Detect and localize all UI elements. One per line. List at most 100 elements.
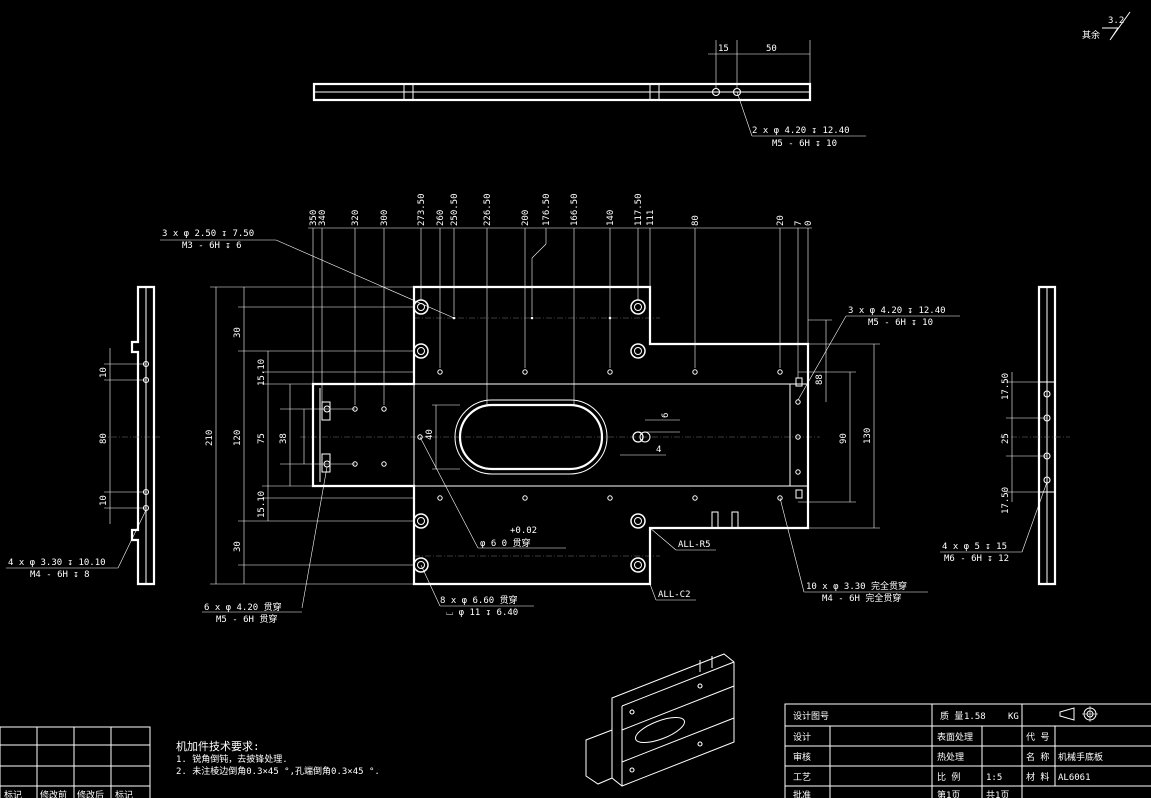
chamfer-callout: ALL-C2 xyxy=(658,590,691,600)
bore-callout: φ 6 0 贯穿 xyxy=(480,537,531,549)
ord-0: 0 xyxy=(804,221,814,226)
ord-273-50: 273.50 xyxy=(417,193,427,226)
dim-4: 4 xyxy=(656,445,661,455)
ord-260: 260 xyxy=(436,210,446,226)
top-dim-2: 50 xyxy=(766,44,777,54)
fillet-callout: ALL-R5 xyxy=(678,540,711,550)
rev-header-1: 标记 xyxy=(4,789,22,798)
callout-tl-line2: M3 - 6H ↧ 6 xyxy=(182,241,242,251)
ldim-210: 210 xyxy=(205,430,215,446)
tech-req-title: 机加件技术要求: xyxy=(176,739,260,753)
title-block: 设计图号 质 量 1.58 KG 设计 表面处理 代 号 审核 热处理 名 称 … xyxy=(784,703,1151,798)
ord-80: 80 xyxy=(691,215,701,226)
ord-7: 7 xyxy=(794,221,804,226)
callout-b1-line2: M5 - 6H 贯穿 xyxy=(216,613,277,625)
ord-226-50: 226.50 xyxy=(483,193,493,226)
left-view-dim-1: 10 xyxy=(99,367,109,378)
top-dim-1: 15 xyxy=(718,44,729,54)
ldim-120: 120 xyxy=(233,430,243,446)
left-view-dim-2: 80 xyxy=(99,433,109,444)
callout-b3-line1: 10 x φ 3.30 完全贯穿 xyxy=(806,580,907,592)
scale-value: 1:5 xyxy=(986,773,1002,783)
left-view: 10 80 10 4 x φ 3.30 ↧ 10.10 M4 - 6H ↧ 8 xyxy=(6,285,160,586)
right-view-dim-3: 17.50 xyxy=(1001,487,1011,514)
sheet-number: 第1页 xyxy=(937,789,960,798)
mass-value: 1.58 xyxy=(964,712,986,722)
ord-200: 200 xyxy=(521,210,531,226)
row3-mid-label: 比 例 xyxy=(937,771,960,783)
top-view: 15 50 2 x φ 4.20 ↧ 12.40 M5 - 6H ↧ 10 xyxy=(312,40,866,149)
top-callout-line2: M5 - 6H ↧ 10 xyxy=(772,139,837,149)
ldim-15-10-top: 15.10 xyxy=(257,359,267,386)
ord-340: 340 xyxy=(318,210,328,226)
callout-tr-line2: M5 - 6H ↧ 10 xyxy=(868,318,933,328)
right-view-dim-1: 17.50 xyxy=(1001,373,1011,400)
drawing-number-label: 设计图号 xyxy=(793,710,829,722)
part-name: 机械手底板 xyxy=(1058,751,1103,763)
mass-label: 质 量 xyxy=(940,710,963,722)
roughness-value: 3.2 xyxy=(1108,16,1124,26)
row3-label: 工艺 xyxy=(793,772,811,783)
row2-right-label: 名 称 xyxy=(1026,751,1049,763)
right-view-callout-line1: 4 x φ 5 ↧ 15 xyxy=(942,542,1007,552)
ord-20: 20 xyxy=(776,215,786,226)
callout-tl-line1: 3 x φ 2.50 ↧ 7.50 xyxy=(162,229,254,239)
material-value: AL6061 xyxy=(1058,773,1091,783)
ldim-15-10-bottom: 15.10 xyxy=(257,491,267,518)
slot-width-dim: 40 xyxy=(425,429,435,440)
ord-250-50: 250.50 xyxy=(450,193,460,226)
ordinate-labels: 350 340 320 300 273.50 260 250.50 226.50… xyxy=(309,193,814,226)
revision-table: 标记 修改前 修改后 标记 xyxy=(0,726,151,798)
callout-tr-line1: 3 x φ 4.20 ↧ 12.40 xyxy=(848,306,946,316)
tech-requirements: 机加件技术要求: 1. 锐角倒钝，去披锋处理. 2. 未注棱边倒角0.3×45 … xyxy=(176,739,380,777)
isometric-view xyxy=(585,653,735,787)
rev-header-4: 标记 xyxy=(115,789,133,798)
ldim-38: 38 xyxy=(279,433,289,444)
row3-right-label: 材 料 xyxy=(1026,771,1049,783)
tech-req-item-2: 2. 未注棱边倒角0.3×45 °,孔端倒角0.3×45 °. xyxy=(176,765,380,777)
ldim-30-bottom: 30 xyxy=(233,541,243,552)
row1-mid-label: 表面处理 xyxy=(937,731,973,743)
ord-320: 320 xyxy=(351,210,361,226)
mass-unit: KG xyxy=(1008,712,1019,722)
right-view: 17.50 25 17.50 4 x φ 5 ↧ 15 M6 - 6H ↧ 12 xyxy=(940,285,1070,586)
right-view-callout-line2: M6 - 6H ↧ 12 xyxy=(944,554,1009,564)
bore-tolerance: +0.02 xyxy=(510,526,537,536)
tech-req-item-1: 1. 锐角倒钝，去披锋处理. xyxy=(176,753,288,765)
rdim-88: 88 xyxy=(815,374,825,385)
roughness-triangle-icon xyxy=(1102,11,1131,41)
row2-mid-label: 热处理 xyxy=(937,751,964,763)
projection-symbol-icon xyxy=(1059,706,1098,722)
ord-111: 111 xyxy=(646,210,656,226)
row1-label: 设计 xyxy=(793,731,811,743)
dim-6: 6 xyxy=(661,413,671,418)
main-view: 350 340 320 300 273.50 260 250.50 226.50… xyxy=(160,193,960,625)
top-callout-line1: 2 x φ 4.20 ↧ 12.40 xyxy=(752,126,850,136)
callout-b1-line1: 6 x φ 4.20 贯穿 xyxy=(204,601,282,613)
ldim-30-top: 30 xyxy=(233,327,243,338)
ord-350: 350 xyxy=(309,210,319,226)
rev-header-3: 修改后 xyxy=(77,789,104,798)
right-view-dim-2: 25 xyxy=(1001,433,1011,444)
left-view-callout-line2: M4 - 6H ↧ 8 xyxy=(30,570,90,580)
ldim-75: 75 xyxy=(257,433,267,444)
row1-right-label: 代 号 xyxy=(1026,732,1049,743)
sheet-total: 共1页 xyxy=(986,790,1009,798)
ord-176-50: 176.50 xyxy=(542,193,552,226)
left-view-dim-3: 10 xyxy=(99,495,109,506)
roughness-rest-label: 其余 xyxy=(1082,29,1100,41)
callout-b2-line1: 8 x φ 6.60 贯穿 xyxy=(440,594,518,606)
left-dim-labels: 30 15.10 210 120 75 38 15.10 30 xyxy=(205,327,289,552)
rev-header-2: 修改前 xyxy=(40,789,67,798)
row4-label: 批准 xyxy=(793,789,811,798)
callout-b2-line2: ⌴ φ 11 ↧ 6.40 xyxy=(446,608,518,618)
left-view-callout-line1: 4 x φ 3.30 ↧ 10.10 xyxy=(8,558,106,568)
ord-140: 140 xyxy=(606,210,616,226)
rdim-130: 130 xyxy=(863,428,873,444)
callout-b3-line2: M4 - 6H 完全贯穿 xyxy=(822,592,901,604)
surface-roughness-symbol: 3.2 其余 xyxy=(1082,11,1131,41)
ord-117-50: 117.50 xyxy=(634,193,644,226)
ord-300: 300 xyxy=(380,210,390,226)
row2-label: 审核 xyxy=(793,751,811,763)
